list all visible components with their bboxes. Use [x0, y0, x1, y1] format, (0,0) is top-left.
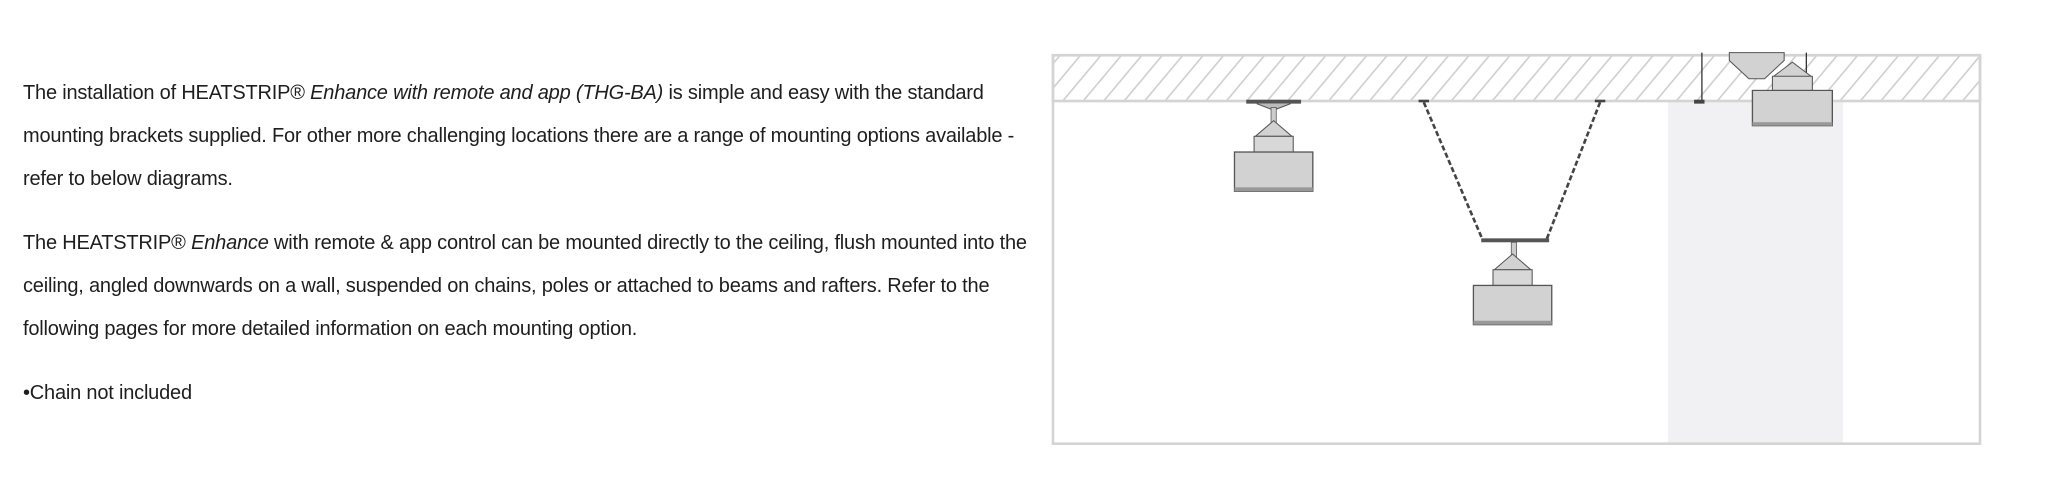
recess-column	[1667, 101, 1843, 444]
chain-suspended-heater	[1418, 99, 1606, 326]
flush-mounted-heater	[1694, 52, 1833, 127]
product-name: Enhance	[191, 232, 269, 254]
ceiling-mounted-heater	[1233, 99, 1314, 192]
chain-note: •Chain not included	[23, 382, 192, 404]
product-name: Enhance with remote and app (THG-BA)	[310, 82, 664, 104]
diagram-frame	[1051, 53, 1982, 445]
intro-paragraph: The installation of HEATSTRIP® Enhance w…	[23, 72, 1043, 201]
mounting-text-cont: with remote & app control can be mounted…	[23, 232, 1027, 340]
mounting-text: The HEATSTRIP®	[23, 232, 192, 254]
intro-text-cont: is simple and easy with the standard mou…	[23, 82, 1015, 190]
mounting-paragraph: The HEATSTRIP® Enhance with remote & app…	[23, 222, 1043, 351]
intro-text: The installation of HEATSTRIP®	[23, 82, 311, 104]
ceiling	[1051, 53, 1982, 103]
mounting-diagram	[1051, 52, 1982, 445]
